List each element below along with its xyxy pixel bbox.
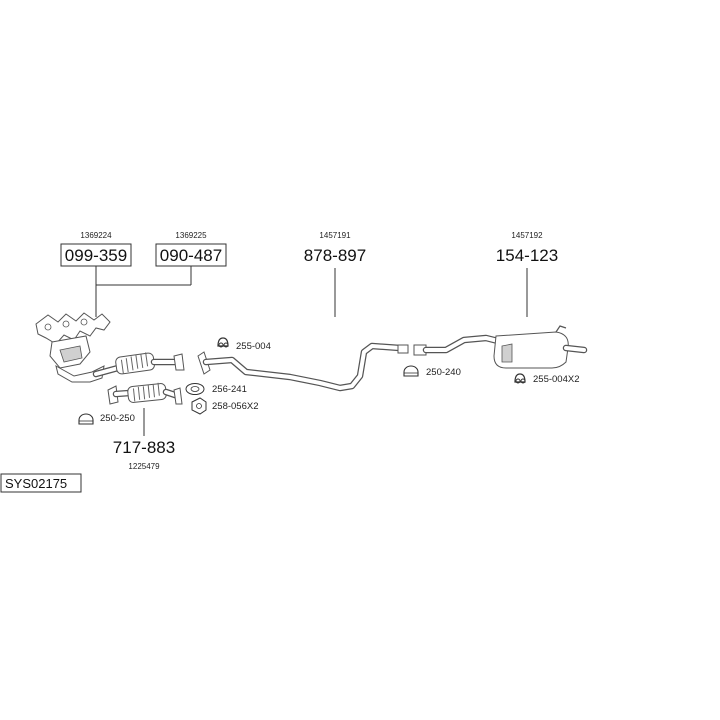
middle-pipe[interactable]	[197, 342, 409, 392]
rear-silencer-assembly[interactable]	[413, 325, 588, 369]
oem-number-4: 1457192	[511, 231, 543, 240]
part-number-5[interactable]: 717-883	[113, 438, 175, 457]
leader-lines-top	[95, 266, 528, 317]
oem-number-1: 1369224	[80, 231, 112, 240]
clamp-icon[interactable]	[78, 413, 94, 425]
system-code: SYS02175	[5, 476, 67, 491]
part-number-2[interactable]: 090-487	[160, 246, 222, 265]
accessory-label-256-241[interactable]: 256-241	[212, 384, 247, 395]
accessory-label-250-250[interactable]: 250-250	[100, 413, 135, 424]
rubber-hanger-icon[interactable]	[514, 373, 526, 384]
part-number-3[interactable]: 878-897	[304, 246, 366, 265]
exhaust-manifold-catalyst[interactable]	[35, 312, 111, 383]
accessory-label-250-240[interactable]: 250-240	[426, 367, 461, 378]
part-number-4[interactable]: 154-123	[496, 246, 558, 265]
oem-number-2: 1369225	[175, 231, 207, 240]
front-flex-pipe[interactable]	[92, 352, 185, 378]
system-code-box	[0, 473, 82, 493]
oem-number-5: 1225479	[128, 462, 160, 471]
gasket-icon[interactable]	[185, 383, 205, 395]
accessory-label-258-056X2[interactable]: 258-056X2	[212, 401, 258, 412]
rubber-hanger-icon[interactable]	[217, 337, 229, 348]
nut-icon[interactable]	[191, 397, 207, 415]
accessory-label-255-004[interactable]: 255-004	[236, 341, 271, 352]
flex-pipe-717-883[interactable]	[107, 382, 183, 405]
accessory-label-255-004X2[interactable]: 255-004X2	[533, 374, 579, 385]
clamp-icon[interactable]	[403, 365, 419, 377]
oem-number-3: 1457191	[319, 231, 351, 240]
part-number-1[interactable]: 099-359	[65, 246, 127, 265]
